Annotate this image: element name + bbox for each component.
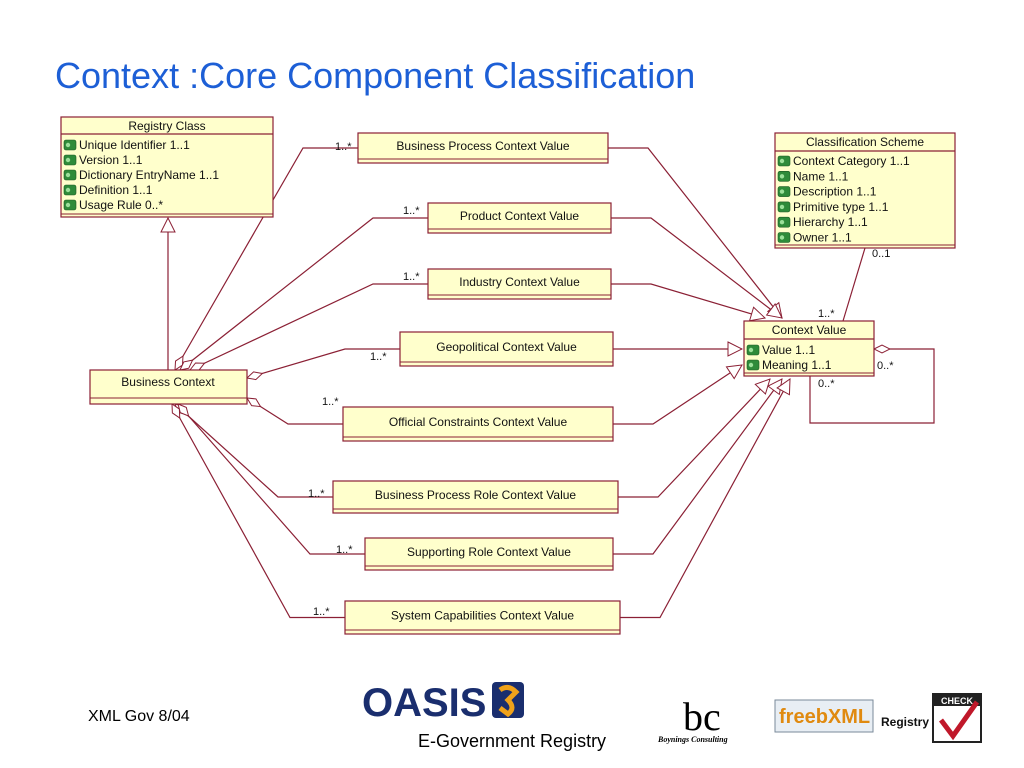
context-type-label: Business Process Context Value [396,139,570,153]
multiplicity-label: 1..* [322,396,339,408]
aggregation-line [247,348,400,378]
multiplicity-scheme: 0..1 [872,248,890,260]
attribute-icon [777,201,791,213]
generalization-line [613,365,742,425]
generalization-line [608,147,782,318]
context-value-name: Context Value [772,323,847,337]
context-type-label: Industry Context Value [459,275,580,289]
attribute-icon [63,139,77,151]
attribute-label: Unique Identifier 1..1 [79,138,190,152]
attribute-label: Owner 1..1 [793,231,852,245]
context-type-box: Product Context Value [427,202,612,234]
self-association-line [809,349,935,424]
business-context-name: Business Context [121,375,215,389]
aggregation-line [190,283,428,370]
scheme-association-line [842,247,866,322]
context-type-label: Geopolitical Context Value [436,340,577,354]
slide-title: Context :Core Component Classification [55,55,696,96]
context-type-box: Business Process Context Value [357,132,609,164]
footer-title: E-Government Registry [418,731,607,751]
attribute-icon [777,232,791,243]
classification-scheme-box: Classification Scheme Context Category 1… [774,132,956,249]
business-context-box: Business Context [89,369,248,405]
generalization-line [613,379,782,555]
attribute-icon [777,216,791,228]
aggregation-line [247,398,343,425]
context-type-box: Business Process Role Context Value [332,480,619,514]
multiplicity-label: 1..* [308,488,325,500]
generalization-line [620,379,790,619]
multiplicity-self-b: 0..* [818,378,835,390]
context-type-label: Supporting Role Context Value [407,545,571,559]
attribute-icon [63,199,77,211]
attribute-icon [746,344,760,356]
attribute-label: Description 1..1 [793,185,877,199]
context-type-box: Supporting Role Context Value [364,537,614,571]
attribute-label: Context Category 1..1 [793,154,910,168]
freebxml-logo-text: freebXML [779,706,870,728]
attribute-label: Name 1..1 [793,169,849,183]
aggregation-line [175,147,358,370]
registry-class-name: Registry Class [128,119,205,133]
context-type-label: Official Constraints Context Value [389,415,568,429]
attribute-label: Dictionary EntryName 1..1 [79,168,219,182]
context-type-box: Industry Context Value [427,268,612,300]
oasis-logo: OASIS [362,681,524,725]
context-type-box: Geopolitical Context Value [399,331,614,367]
generalization-line [611,283,765,318]
attribute-icon [63,184,77,196]
check-logo-text: CHECK [941,696,974,706]
bc-logo-text: bc [683,694,721,739]
attribute-icon [63,154,77,166]
attribute-icon [746,359,760,371]
attribute-label: Version 1..1 [79,153,143,167]
aggregation-line [172,404,345,619]
bc-logo-sub: Boynings Consulting [657,735,728,744]
context-type-box: Official Constraints Context Value [342,406,614,442]
generalization-line [611,217,782,318]
attribute-icon [777,171,791,182]
context-type-label: Business Process Role Context Value [375,488,577,502]
multiplicity-label: 1..* [403,205,420,217]
attribute-label: Primitive type 1..1 [793,200,889,214]
attribute-icon [777,155,791,167]
partner-logos: bc Boynings Consulting freebXML Registry… [657,693,982,744]
multiplicity-self-a: 0..* [877,360,894,372]
multiplicity-label: 1..* [335,141,352,153]
generalization-line [618,379,770,498]
attribute-label: Usage Rule 0..* [79,198,163,212]
multiplicity-label: 1..* [313,606,330,618]
freebxml-logo [774,699,874,733]
attribute-icon [63,169,77,181]
classification-scheme-name: Classification Scheme [806,135,924,149]
footer-date: XML Gov 8/04 [88,708,190,725]
context-type-box: System Capabilities Context Value [344,600,621,635]
context-type-label: System Capabilities Context Value [391,609,575,623]
attribute-icon [777,186,791,197]
multiplicity-value-top: 1..* [818,308,835,320]
multiplicity-label: 1..* [336,544,353,556]
attribute-label: Hierarchy 1..1 [793,215,868,229]
context-type-label: Product Context Value [460,209,580,223]
registry-label: Registry [881,715,929,729]
oasis-logo-text: OASIS [362,681,486,725]
multiplicity-label: 1..* [370,351,387,363]
aggregation-line [180,217,428,370]
aggregation-line [175,404,333,498]
checkmark-icon [939,700,980,741]
attribute-label: Meaning 1..1 [762,358,832,372]
attribute-label: Definition 1..1 [79,183,153,197]
multiplicity-label: 1..* [403,271,420,283]
registry-class-box: Registry Class Unique Identifier 1..1Ver… [60,116,274,218]
attribute-label: Value 1..1 [762,343,815,357]
aggregation-line [178,404,365,555]
